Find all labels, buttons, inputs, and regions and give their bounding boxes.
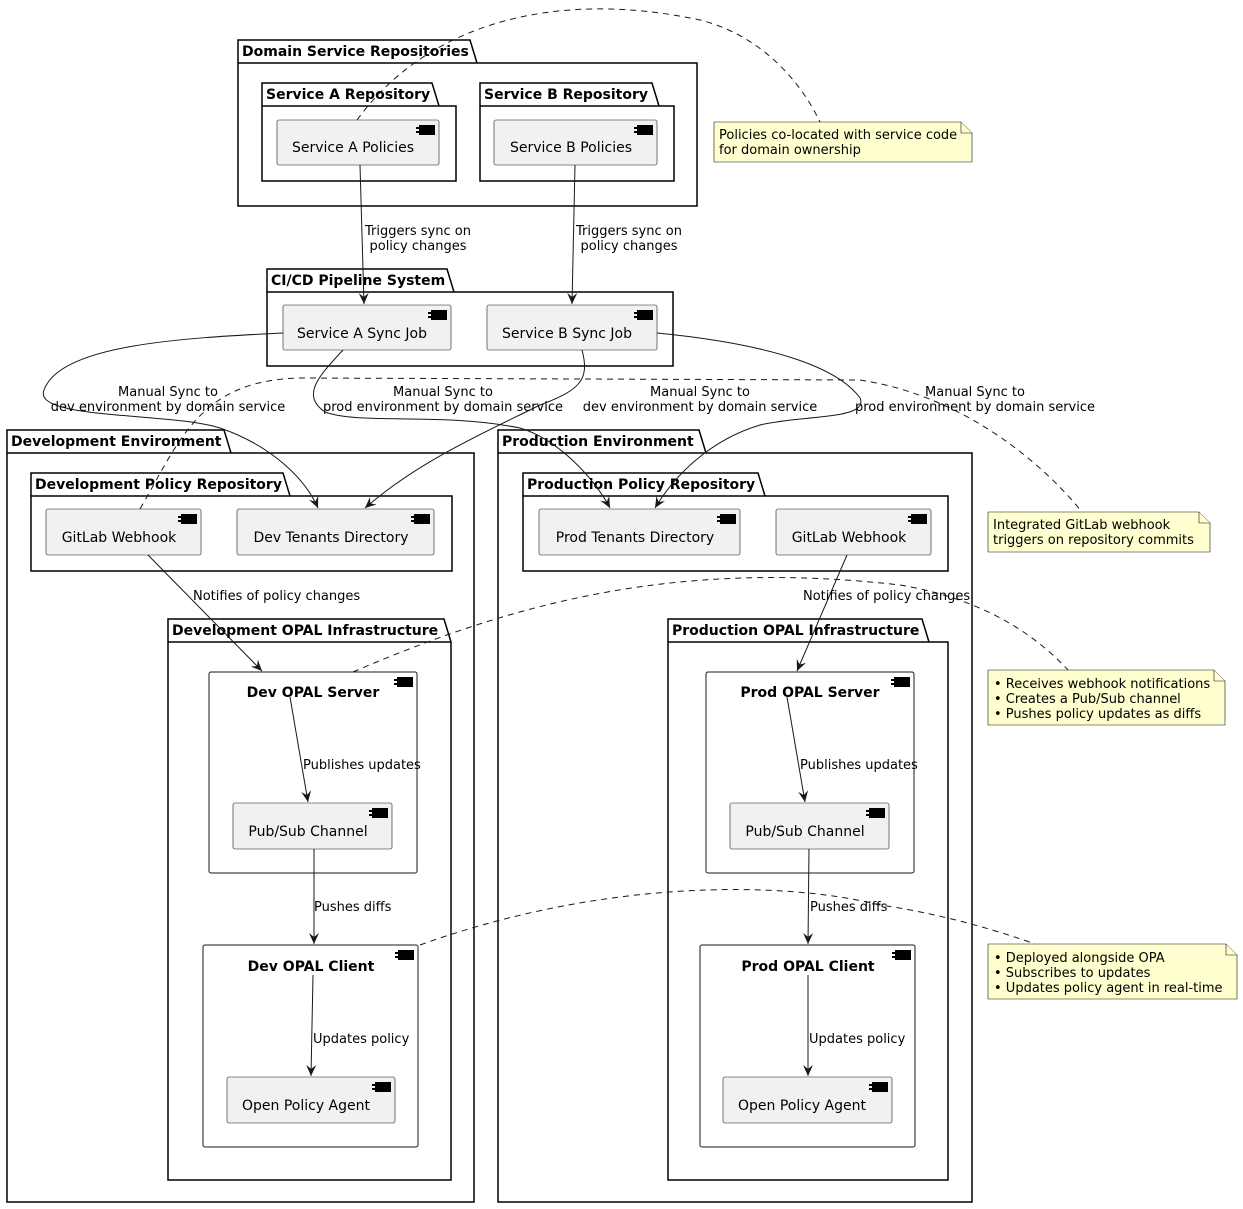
component-label: Prod Tenants Directory xyxy=(556,530,714,546)
dev-opal-client-label: Dev OPAL Client xyxy=(248,959,375,975)
edge-label: Manual Sync to xyxy=(925,385,1025,400)
prod-gitlab-webhook-component: GitLab Webhook xyxy=(775,508,932,556)
note-opal-server: • Receives webhook notifications • Creat… xyxy=(987,669,1226,726)
prod-opal-client-label: Prod OPAL Client xyxy=(741,959,875,975)
edge-label: Triggers sync on xyxy=(575,224,682,239)
component-label: Open Policy Agent xyxy=(242,1098,371,1114)
service-a-policies-component: Service A Policies xyxy=(276,119,440,166)
package-title: Production Environment xyxy=(502,434,694,450)
note-opal-client: • Deployed alongside OPA • Subscribes to… xyxy=(987,943,1238,1000)
edge-label: Publishes updates xyxy=(800,758,918,773)
edge-label: Publishes updates xyxy=(303,758,421,773)
edge-label: policy changes xyxy=(580,239,677,254)
edge-label: Notifies of policy changes xyxy=(803,589,970,604)
note-line: • Subscribes to updates xyxy=(994,966,1151,981)
note-line: • Receives webhook notifications xyxy=(994,677,1210,692)
edge-label: Manual Sync to xyxy=(393,385,493,400)
note-line: • Pushes policy updates as diffs xyxy=(994,707,1201,722)
prod-opal-server-label: Prod OPAL Server xyxy=(740,685,879,701)
note-line: • Updates policy agent in real-time xyxy=(994,981,1223,996)
note-line: • Deployed alongside OPA xyxy=(994,951,1165,966)
package-title: Service A Repository xyxy=(266,87,430,103)
component-label: Service B Sync Job xyxy=(502,326,632,342)
edge-label: Manual Sync to xyxy=(118,385,218,400)
edge-label: Pushes diffs xyxy=(810,900,888,915)
edge-dev-update xyxy=(306,974,317,1077)
note-line: • Creates a Pub/Sub channel xyxy=(994,692,1181,707)
prod-tenants-directory-component: Prod Tenants Directory xyxy=(538,508,741,556)
edge-label: Updates policy xyxy=(809,1032,906,1047)
dev-open-policy-agent-component: Open Policy Agent xyxy=(226,1076,396,1124)
edge-b-to-dev xyxy=(364,349,586,509)
component-label: GitLab Webhook xyxy=(792,530,907,546)
package-title: Production OPAL Infrastructure xyxy=(672,623,919,639)
edge-label: Updates policy xyxy=(313,1032,410,1047)
dev-opal-server-label: Dev OPAL Server xyxy=(247,685,380,701)
service-a-sync-job-component: Service A Sync Job xyxy=(282,304,452,351)
note-line: triggers on repository commits xyxy=(993,533,1194,548)
edge-label: Manual Sync to xyxy=(650,385,750,400)
edge-service-b-trigger xyxy=(567,164,578,305)
edge-b-to-prod xyxy=(654,332,862,509)
note-line: Integrated GitLab webhook xyxy=(993,518,1171,533)
edge-label: Pushes diffs xyxy=(314,900,392,915)
package-title: Domain Service Repositories xyxy=(242,44,469,60)
note-link-colocated xyxy=(356,8,821,123)
edge-label: dev environment by domain service xyxy=(51,400,285,415)
package-title: Service B Repository xyxy=(484,87,648,103)
note-line: Policies co-located with service code xyxy=(719,128,957,143)
note-gitlab-webhook: Integrated GitLab webhook triggers on re… xyxy=(987,511,1211,553)
dev-tenants-directory-component: Dev Tenants Directory xyxy=(236,508,435,556)
component-label: GitLab Webhook xyxy=(62,530,177,546)
service-b-policies-component: Service B Policies xyxy=(493,119,658,166)
edge-label: Triggers sync on xyxy=(364,224,471,239)
prod-open-policy-agent-component: Open Policy Agent xyxy=(722,1076,893,1124)
edge-label: dev environment by domain service xyxy=(583,400,817,415)
edge-label: prod environment by domain service xyxy=(323,400,563,415)
component-label: Dev Tenants Directory xyxy=(254,530,409,546)
component-label: Service B Policies xyxy=(510,140,632,156)
prod-pubsub-channel-component: Pub/Sub Channel xyxy=(729,802,890,850)
component-label: Pub/Sub Channel xyxy=(248,824,367,840)
edge-dev-publish xyxy=(289,696,312,803)
note-line: for domain ownership xyxy=(719,143,861,158)
edge-a-to-dev xyxy=(43,332,319,509)
edge-a-to-prod xyxy=(313,349,611,509)
component-label: Pub/Sub Channel xyxy=(745,824,864,840)
edge-prod-publish xyxy=(786,696,809,803)
package-title: Production Policy Repository xyxy=(527,477,755,493)
package-title: Development Policy Repository xyxy=(35,477,282,493)
package-title: CI/CD Pipeline System xyxy=(271,273,445,289)
component-label: Service A Sync Job xyxy=(297,326,427,342)
package-title: Development Environment xyxy=(11,434,222,450)
note-link-opal-server xyxy=(352,577,1069,673)
service-b-sync-job-component: Service B Sync Job xyxy=(486,304,658,351)
package-title: Development OPAL Infrastructure xyxy=(172,623,438,639)
edge-label: policy changes xyxy=(369,239,466,254)
edge-dev-notify xyxy=(147,554,263,672)
note-link-webhook xyxy=(139,377,1083,513)
edge-service-a-trigger xyxy=(358,164,369,305)
component-label: Service A Policies xyxy=(292,140,414,156)
note-policies-colocated: Policies co-located with service code fo… xyxy=(713,121,973,163)
edge-prod-push xyxy=(803,848,814,945)
dev-gitlab-webhook-component: GitLab Webhook xyxy=(45,508,202,556)
component-label: Open Policy Agent xyxy=(738,1098,867,1114)
dev-pubsub-channel-component: Pub/Sub Channel xyxy=(232,802,393,850)
edge-prod-notify xyxy=(796,554,848,672)
note-link-opal-client xyxy=(419,889,1036,946)
edge-label: prod environment by domain service xyxy=(855,400,1095,415)
edge-label: Notifies of policy changes xyxy=(193,589,360,604)
